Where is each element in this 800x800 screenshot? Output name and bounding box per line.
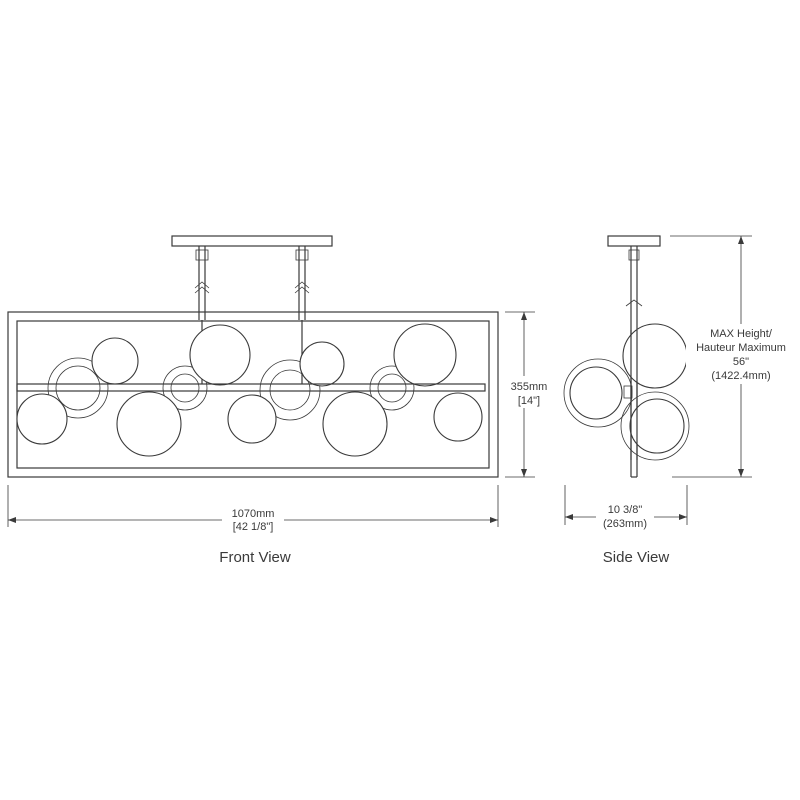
side-max-height-line2: Hauteur Maximum	[696, 342, 786, 354]
front-width-imperial: [42 1/8"]	[233, 521, 274, 533]
globe	[569, 366, 623, 420]
front-view: 355mm [14"] 1070mm [42 1/8"] Front View	[7, 235, 548, 566]
globe	[393, 323, 457, 387]
globe	[116, 391, 182, 457]
side-max-height-line1: MAX Height/	[710, 328, 773, 340]
globe	[299, 341, 345, 387]
front-height-dimension	[504, 311, 546, 478]
front-inner-frame	[16, 320, 490, 469]
globe	[622, 323, 688, 389]
front-horizontal-bar	[16, 383, 486, 392]
globe	[322, 391, 388, 457]
front-lower-globes	[16, 391, 483, 457]
front-width-metric: 1070mm	[232, 508, 275, 520]
front-outer-frame	[7, 311, 499, 478]
front-upper-globes	[91, 323, 457, 387]
front-view-caption: Front View	[219, 549, 291, 566]
globe	[189, 324, 251, 386]
front-height-metric: 355mm	[511, 381, 548, 393]
side-depth-metric: (263mm)	[603, 518, 647, 530]
side-depth-dimension	[564, 485, 688, 530]
side-max-height-line3: 56"	[733, 356, 749, 368]
globe	[433, 392, 483, 442]
front-height-imperial: [14"]	[518, 395, 540, 407]
side-view-caption: Side View	[603, 549, 670, 566]
side-max-height-line4: (1422.4mm)	[711, 370, 770, 382]
globe	[629, 398, 685, 454]
globe	[91, 337, 139, 385]
side-max-height-dimension	[670, 235, 798, 478]
front-backplates	[47, 357, 415, 421]
side-depth-imperial: 10 3/8"	[608, 504, 643, 516]
side-globes	[563, 323, 690, 461]
side-canopy	[607, 235, 661, 247]
globe	[16, 393, 68, 445]
globe	[227, 394, 277, 444]
front-width-dimension	[7, 485, 499, 534]
front-canopy	[171, 235, 333, 247]
side-view: MAX Height/ Hauteur Maximum 56" (1422.4m…	[563, 235, 798, 566]
